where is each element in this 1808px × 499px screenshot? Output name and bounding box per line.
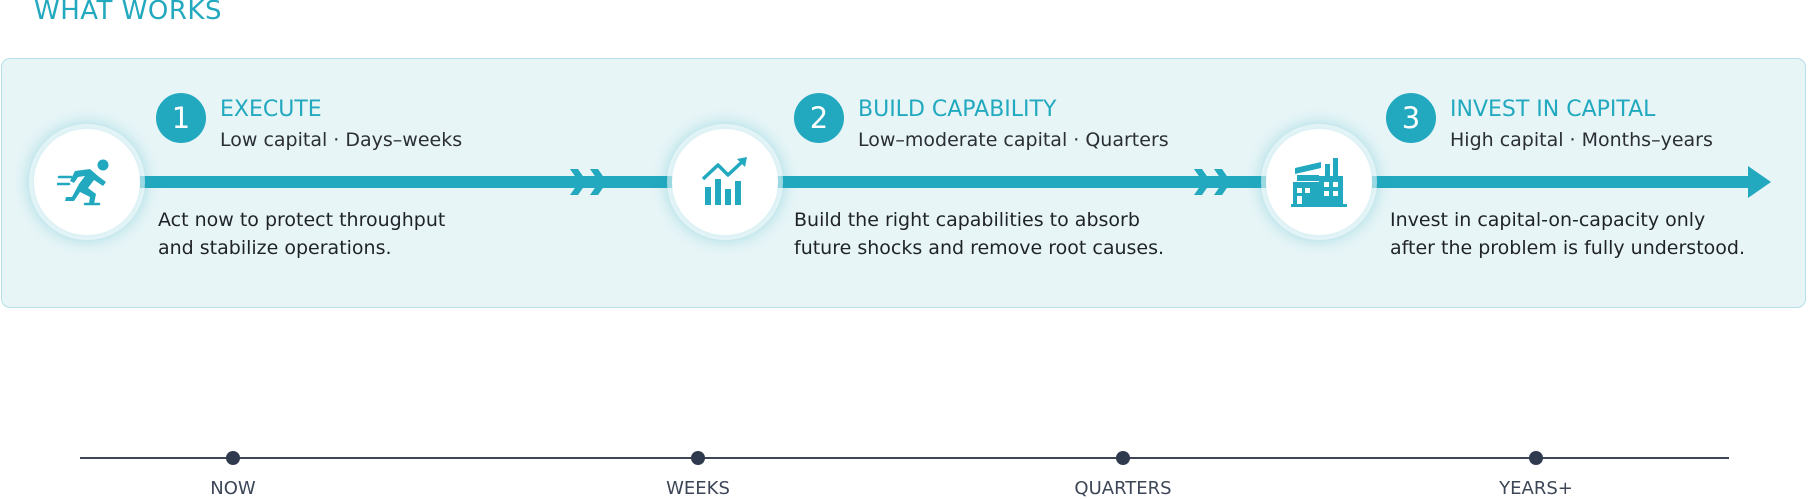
double-chevron-icon: [590, 169, 607, 195]
step-1-description-line: and stabilize operations.: [158, 237, 392, 259]
progress-arrow-line: [85, 176, 1750, 188]
growth-chart-icon: [701, 157, 747, 205]
running-person-icon: [57, 159, 109, 206]
factory-icon: [1291, 158, 1347, 207]
step-1-description-line: Act now to protect throughput: [158, 209, 446, 231]
double-chevron-icon: [570, 169, 587, 195]
double-chevron-icon: [1194, 169, 1211, 195]
section-title: WHAT WORKS: [34, 0, 222, 26]
step-2-description: Build the right capabilities to absorb f…: [794, 206, 1164, 262]
timeline-dot-now: [226, 451, 240, 465]
step-3-icon-circle: [1266, 129, 1372, 235]
step-3-heading: INVEST IN CAPITAL: [1450, 97, 1656, 122]
timeline-axis: [80, 457, 1729, 459]
timeline-label-weeks: WEEKS: [666, 478, 730, 499]
double-chevron-icon: [1214, 169, 1231, 195]
timeline-label-now: NOW: [210, 478, 256, 499]
timeline-label-years: YEARS+: [1499, 478, 1573, 499]
step-1-subtitle: Low capital · Days–weeks: [220, 129, 463, 151]
step-2-description-line: future shocks and remove root causes.: [794, 237, 1165, 259]
step-3-subtitle: High capital · Months–years: [1450, 129, 1713, 151]
step-2-icon-circle: [672, 129, 778, 235]
step-1-icon-circle: [34, 129, 140, 235]
step-2-heading: BUILD CAPABILITY: [858, 97, 1057, 122]
arrow-head-icon: [1748, 166, 1771, 198]
timeline-label-quarters: QUARTERS: [1074, 478, 1172, 499]
timeline-dot-quarters: [1116, 451, 1130, 465]
step-1-description: Act now to protect throughput and stabil…: [158, 206, 445, 262]
step-2-subtitle: Low–moderate capital · Quarters: [858, 129, 1169, 151]
step-1-heading: EXECUTE: [220, 97, 322, 122]
step-3-number-badge: 3: [1386, 93, 1436, 143]
step-2-description-line: Build the right capabilities to absorb: [794, 209, 1140, 231]
step-2-number-badge: 2: [794, 93, 844, 143]
step-3-description-line: after the problem is fully understood.: [1390, 237, 1745, 259]
timeline-dot-years: [1529, 451, 1543, 465]
step-3-description: Invest in capital-on-capacity only after…: [1390, 206, 1745, 262]
step-1-number-badge: 1: [156, 93, 206, 143]
step-3-description-line: Invest in capital-on-capacity only: [1390, 209, 1706, 231]
timeline-dot-weeks: [691, 451, 705, 465]
